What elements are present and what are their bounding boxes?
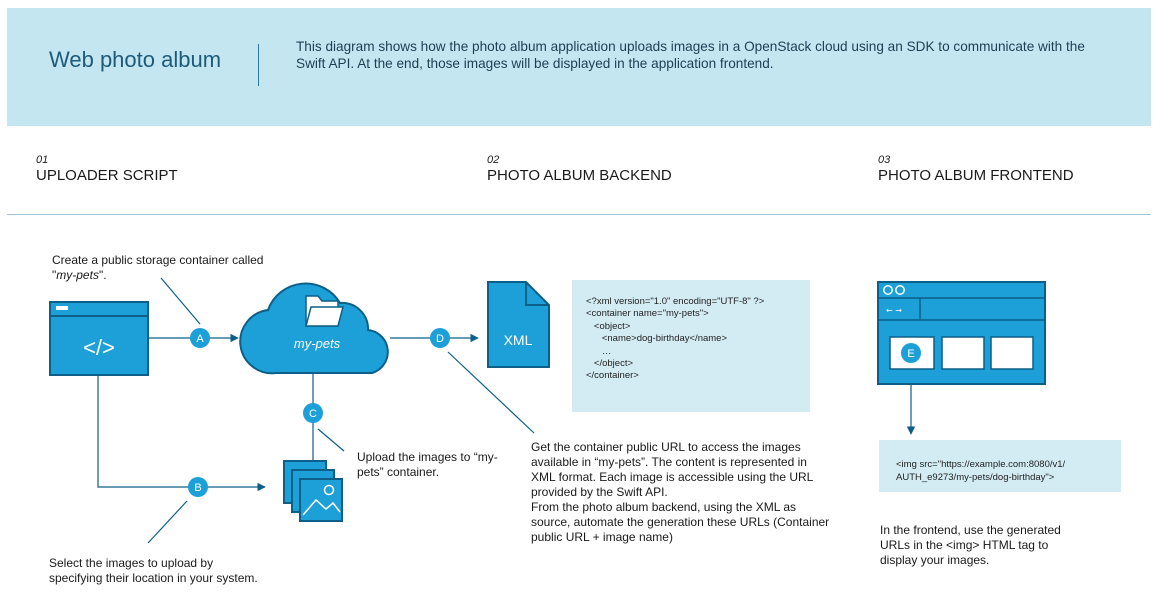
step-marker-b-label: B <box>194 482 201 494</box>
browser-window-icon: ← → <box>877 281 1046 385</box>
img-code-box: <img src="https://example.com:8080/v1/ A… <box>879 440 1121 492</box>
note-d: Get the container public URL to access t… <box>531 440 830 544</box>
cloud-icon: my-pets <box>239 282 389 375</box>
step-marker-a: A <box>190 328 210 348</box>
step-marker-c: C <box>303 403 323 423</box>
column-2-number: 02 <box>487 154 500 166</box>
xml-code-box: <?xml version="1.0" encoding="UTF-8" ?> … <box>572 280 810 412</box>
step-marker-d-label: D <box>436 333 444 345</box>
connector-lines <box>97 277 916 544</box>
column-3-number: 03 <box>878 154 891 166</box>
header-banner <box>7 8 1151 126</box>
cloud-label: my-pets <box>294 336 341 351</box>
step-marker-b: B <box>188 477 208 497</box>
note-e: In the frontend, use the generated URLs … <box>880 523 1061 567</box>
note-a: Create a public storage container called… <box>52 253 264 282</box>
column-1-title: UPLOADER SCRIPT <box>36 167 178 184</box>
note-c: Upload the images to “my-pets” container… <box>357 450 498 479</box>
page-title: Web photo album <box>49 47 222 72</box>
step-marker-c-label: C <box>309 408 317 420</box>
step-marker-e-label: E <box>907 348 914 360</box>
column-2-title: PHOTO ALBUM BACKEND <box>487 167 672 184</box>
browser-nav-arrows: ← → <box>886 306 902 315</box>
step-marker-a-label: A <box>196 333 204 345</box>
code-window-icon: </> <box>49 301 149 376</box>
header-divider <box>258 44 259 86</box>
image-stack-icon <box>283 460 343 522</box>
xml-file-icon: XML <box>487 281 550 368</box>
column-1-number: 01 <box>36 154 49 166</box>
step-marker-e: E <box>901 343 921 363</box>
folder-icon <box>305 295 344 327</box>
code-icon-glyph: </> <box>83 335 115 360</box>
note-b: Select the images to upload by specifyin… <box>49 556 258 585</box>
xml-file-label: XML <box>504 332 533 348</box>
section-divider <box>7 214 1151 215</box>
header-description: This diagram shows how the photo album a… <box>296 39 1085 71</box>
column-3-title: PHOTO ALBUM FRONTEND <box>878 167 1074 184</box>
step-marker-d: D <box>430 328 450 348</box>
